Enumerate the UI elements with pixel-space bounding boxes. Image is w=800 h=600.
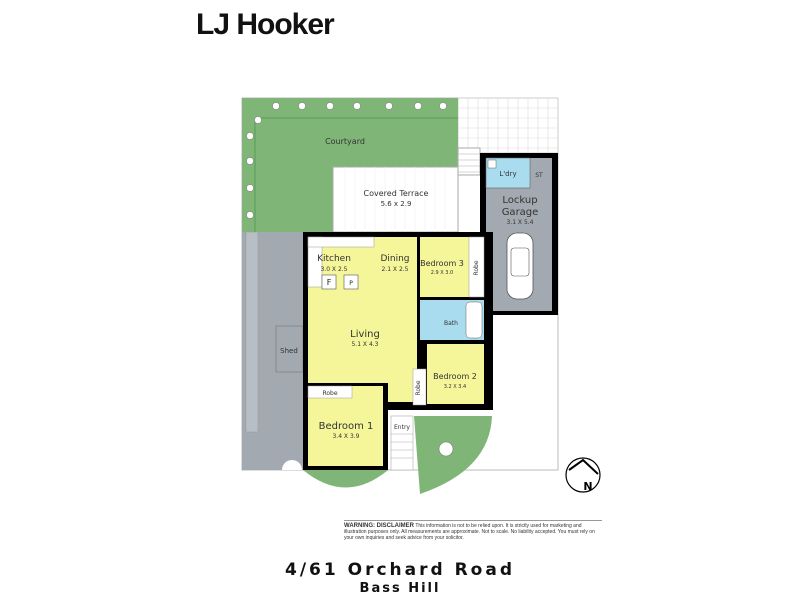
kitchen-label: Kitchen xyxy=(317,254,351,264)
paved-area xyxy=(457,97,559,154)
robe1-label: Robe xyxy=(322,390,337,397)
disclaimer-text: This information is not to be relied upo… xyxy=(344,523,595,541)
covered-terrace xyxy=(332,166,459,233)
front-garden-left xyxy=(303,470,388,488)
rear-steps xyxy=(457,147,481,176)
bedroom1-label: Bedroom 1 xyxy=(319,421,374,432)
bedroom2-label: Bedroom 2 xyxy=(433,372,477,381)
north-compass-icon: N xyxy=(565,457,601,493)
garage-label-2: Garage xyxy=(502,207,539,218)
bedroom3-label: Bedroom 3 xyxy=(420,259,464,268)
entry-label: Entry xyxy=(394,424,410,431)
lj-hooker-logo: LJ Hooker xyxy=(196,8,335,41)
address-suburb: Bass Hill xyxy=(359,581,441,596)
robe2-label: Robe xyxy=(415,380,422,395)
bath-label: Bath xyxy=(444,320,458,327)
front-garden-right xyxy=(414,416,492,494)
garage-label-1: Lockup xyxy=(502,195,537,206)
terrace-dims: 5.6 x 2.9 xyxy=(381,200,412,208)
shed xyxy=(275,325,304,373)
robe3-label: Robe xyxy=(473,260,480,275)
courtyard xyxy=(242,98,458,232)
storage-label: ST xyxy=(535,172,543,179)
courtyard-label: Courtyard xyxy=(325,137,365,146)
laundry-label: L'dry xyxy=(499,170,516,178)
kitchen-dims: 3.0 X 2.5 xyxy=(320,266,347,273)
disclaimer: WARNING: DISCLAIMER This information is … xyxy=(344,520,602,541)
compass-label: N xyxy=(583,480,592,493)
bedroom2-dims: 3.2 X 3.4 xyxy=(444,384,467,390)
dining-dims: 2.1 X 2.5 xyxy=(381,266,408,273)
pantry-label: P xyxy=(349,280,353,287)
bedroom1-dims: 3.4 X 3.9 xyxy=(332,433,359,440)
fridge-label: F xyxy=(327,278,332,287)
bedroom3-dims: 2.9 X 3.0 xyxy=(431,270,454,276)
dining-label: Dining xyxy=(380,254,409,264)
car-icon xyxy=(506,232,534,300)
terrace-label: Covered Terrace xyxy=(364,189,429,198)
living-label: Living xyxy=(350,329,380,340)
garage-dims: 3.1 X 5.4 xyxy=(506,219,533,226)
shed-label: Shed xyxy=(280,347,298,355)
disclaimer-heading: WARNING: DISCLAIMER xyxy=(344,523,414,529)
address-line1: 4/61 Orchard Road xyxy=(285,560,515,580)
living-dims: 5.1 X 4.3 xyxy=(351,341,378,348)
